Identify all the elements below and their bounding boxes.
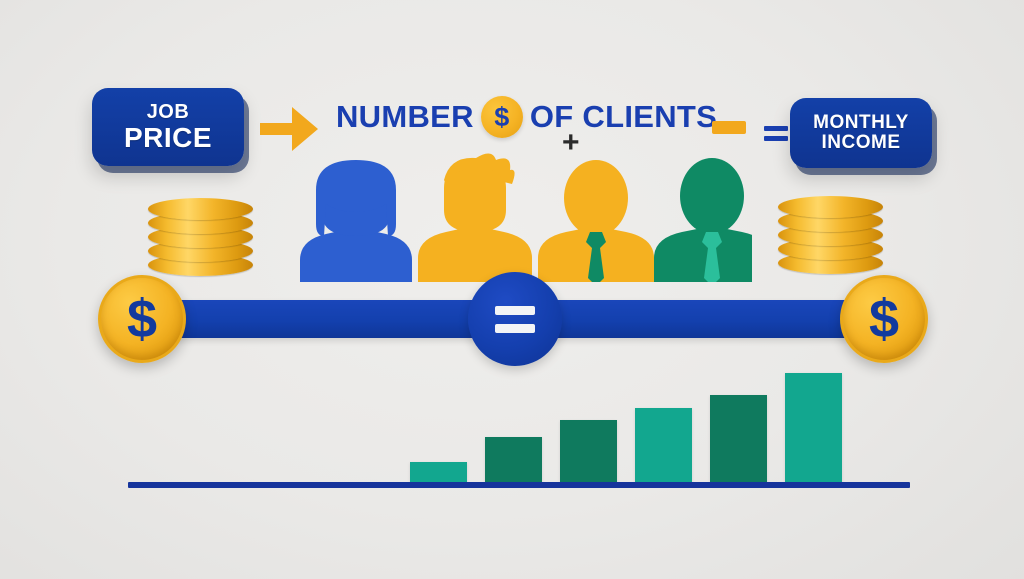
job-price-line1: JOB: [146, 100, 190, 123]
chart-bar: [485, 437, 542, 485]
person-silhouette-1: [300, 160, 412, 282]
dollar-symbol: $: [126, 289, 158, 349]
chart-bar: [785, 373, 842, 485]
chart-bar: [560, 420, 617, 485]
right-arrow-icon: [258, 103, 320, 155]
job-price-line2: PRICE: [123, 121, 213, 153]
equals-bar-bottom: [764, 136, 788, 141]
clients-group: [282, 152, 770, 286]
dollar-symbol: $: [868, 289, 900, 349]
equals-bar-bottom: [495, 323, 535, 333]
dollar-symbol: $: [494, 101, 510, 132]
orange-dash-icon: [712, 121, 746, 134]
person-silhouette-2: [418, 153, 532, 282]
headline: NUMBER $ OF CLIENTS: [336, 96, 717, 138]
dollar-coin-left: $: [98, 275, 186, 363]
clients-silhouettes: [300, 153, 770, 286]
plus-sign: +: [562, 126, 580, 159]
dollar-coin-icon: $: [480, 96, 523, 138]
person-silhouette-3: [538, 160, 654, 286]
chart-bar: [710, 395, 767, 485]
equals-bar-top: [495, 305, 535, 315]
job-price-badge[interactable]: JOB PRICE: [92, 88, 244, 166]
coin-disc: [148, 198, 253, 220]
chart-bar: [635, 408, 692, 485]
person-silhouette-4: [654, 158, 770, 286]
dollar-coin-right: $: [840, 275, 928, 363]
coin-stack-right: [778, 196, 883, 274]
equals-circle-icon: [468, 272, 562, 366]
monthly-income-line1: MONTHLY: [813, 112, 909, 134]
headline-part2: OF CLIENTS: [529, 99, 718, 134]
monthly-income-badge[interactable]: MONTHLY INCOME: [790, 98, 932, 168]
equals-bar-top: [764, 126, 788, 131]
equals-sign-icon: [764, 126, 788, 144]
headline-part1: NUMBER: [336, 99, 474, 134]
chart-axis-line: [128, 482, 910, 488]
monthly-income-line2: INCOME: [821, 132, 901, 153]
coin-disc: [778, 196, 883, 218]
coin-stack-left: [148, 198, 253, 276]
